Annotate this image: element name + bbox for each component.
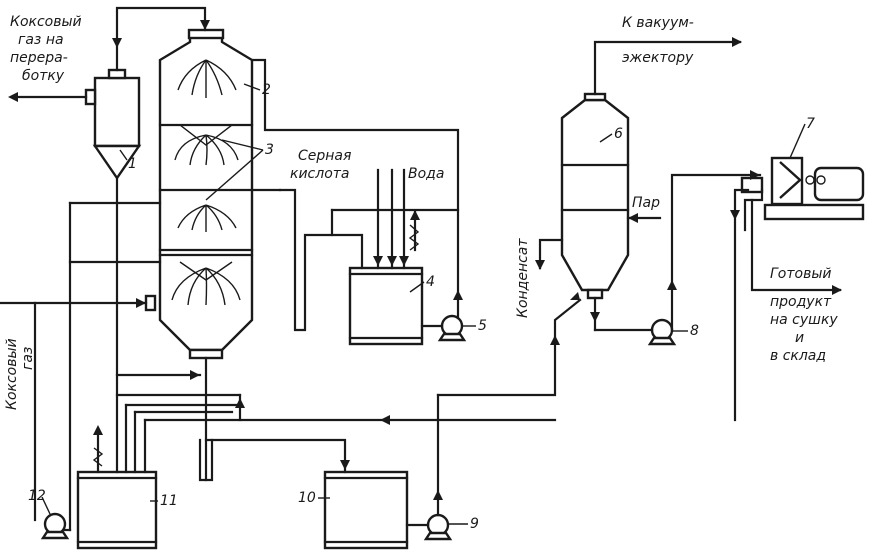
tank-10: [323, 470, 409, 550]
item-number-9: 9: [470, 516, 479, 532]
product-label-2: продукт: [770, 294, 832, 310]
coke-gas-out-label-1: Коксовый: [10, 14, 82, 30]
coke-gas-out-label-3: перера-: [10, 50, 68, 66]
saturator-column-2: [144, 28, 254, 360]
acid-tank-4: [348, 266, 424, 346]
item-number-12: 12: [28, 488, 46, 504]
item-number-7: 7: [806, 116, 815, 132]
product-label-4: и: [795, 330, 804, 346]
water-label: Вода: [408, 166, 444, 182]
pump-12: [40, 512, 70, 540]
sulfuric-acid-label-1: Серная: [298, 148, 351, 164]
product-label-3: на сушку: [770, 312, 838, 328]
product-label-1: Готовый: [770, 266, 832, 282]
item-number-2: 2: [262, 82, 271, 98]
item-number-4: 4: [426, 274, 435, 290]
vacuum-label-1: К вакуум-: [622, 15, 694, 31]
centrifuge-7: [740, 156, 865, 221]
labels: Коксовый газ на перера- ботку Коксовый г…: [4, 14, 838, 532]
item-number-1: 1: [128, 156, 137, 172]
coke-gas-in-label-1: Коксовый: [4, 338, 20, 410]
item-number-5: 5: [478, 318, 487, 334]
coke-gas-out-label-2: газ на: [18, 32, 64, 48]
sulfuric-acid-label-2: кислота: [290, 166, 350, 182]
item-number-3: 3: [265, 142, 274, 158]
pump-5: [437, 314, 467, 342]
pump-9: [423, 513, 453, 541]
leader-lines: [41, 83, 806, 525]
tank-11: [76, 470, 158, 550]
piping: [0, 6, 842, 532]
vacuum-label-2: эжектору: [622, 50, 694, 66]
cyclone-separator-1: [84, 68, 142, 181]
coke-gas-in-label-2: газ: [20, 347, 36, 370]
product-label-5: в склад: [770, 348, 826, 364]
item-number-8: 8: [690, 323, 699, 339]
coke-gas-out-label-4: ботку: [22, 68, 65, 84]
item-number-11: 11: [160, 493, 178, 509]
item-number-6: 6: [614, 126, 623, 142]
condensate-label: Конденсат: [515, 238, 531, 318]
item-number-10: 10: [298, 490, 316, 506]
steam-label: Пар: [632, 195, 660, 211]
vacuum-crystallizer-6: [560, 92, 630, 300]
pump-8: [647, 318, 677, 346]
